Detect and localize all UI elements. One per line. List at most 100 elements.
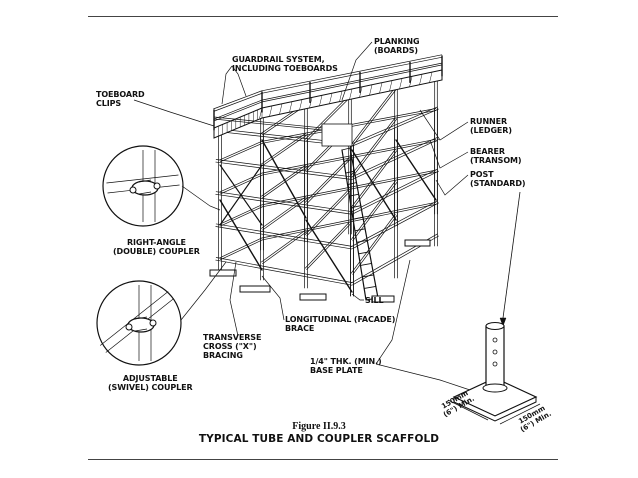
plank-line [429, 72, 433, 83]
runner [261, 201, 437, 239]
ladder-rung [350, 205, 362, 209]
sill [239, 285, 271, 293]
leader-line [419, 109, 469, 141]
plank-line [359, 86, 363, 98]
sill [404, 239, 431, 247]
midrail [213, 99, 263, 120]
ladder-rung [347, 182, 357, 186]
label-guardrail-system: GUARDRAIL SYSTEM,INCLUDING TOEBOARDS [232, 55, 338, 73]
plank-line [379, 82, 383, 94]
plank-line [399, 78, 403, 89]
runner [261, 169, 437, 206]
sill [299, 293, 327, 301]
bearer [262, 134, 307, 166]
facade-brace [261, 139, 307, 219]
runner [351, 200, 438, 247]
pin-hole [492, 337, 498, 343]
runner [215, 159, 353, 178]
bearer [219, 172, 262, 193]
leader-line [181, 185, 221, 211]
leader-line [502, 191, 521, 319]
ladder-rail [341, 149, 367, 301]
sill [371, 295, 395, 303]
coupler-bolt [129, 186, 137, 194]
label-sill: SILL [365, 296, 384, 305]
plank-line [349, 88, 353, 100]
bearer [262, 198, 307, 231]
bearer [304, 221, 350, 269]
leader-line [180, 261, 227, 321]
bearer [220, 239, 263, 261]
coupler-details [96, 145, 184, 366]
label-bearer: BEARER(TRANSOM) [470, 147, 522, 165]
runner [352, 170, 439, 215]
coupler-edge [134, 328, 148, 332]
leader-line [261, 275, 285, 321]
plank-line [279, 103, 283, 115]
bearer [261, 133, 306, 165]
ladder-rail [349, 147, 379, 299]
bearer [350, 117, 396, 176]
bearer [304, 94, 350, 140]
figure-title: TYPICAL TUBE AND COUPLER SCAFFOLD [198, 433, 440, 445]
leader-lines [133, 41, 521, 391]
facade-brace [219, 199, 263, 271]
bottom-rule [88, 459, 558, 460]
midrail [261, 62, 443, 101]
ladder-landing [321, 123, 353, 147]
bearer [306, 223, 352, 270]
bearer [261, 196, 306, 229]
facade-brace [305, 219, 353, 293]
coupler-bolt [149, 319, 157, 327]
leader-line [341, 41, 373, 101]
ladder-rung [341, 147, 351, 151]
bearer [304, 188, 350, 235]
plank-line [339, 90, 343, 102]
plank-line [419, 74, 423, 85]
ladder-rung [343, 159, 353, 162]
figure-number: Figure II.9.3 [292, 421, 346, 432]
plank-line [289, 101, 293, 112]
leader-line [351, 293, 364, 301]
label-planking: PLANKING(BOARDS) [374, 37, 420, 55]
facade-brace [351, 149, 397, 221]
bearer [219, 237, 262, 259]
bearer [306, 158, 352, 205]
facade-brace [395, 139, 437, 201]
pin-hole [492, 361, 498, 367]
leader-arrowhead [499, 317, 507, 327]
coupler-bolt [125, 323, 133, 331]
label-longitudinal-brace: LONGITUDINAL (FACADE)BRACE [285, 315, 396, 333]
plank-line [309, 97, 313, 108]
leader-line [435, 174, 469, 196]
post-tube [485, 325, 505, 389]
guardrail [214, 92, 263, 112]
base-plate-detail [447, 322, 541, 425]
bearer [350, 214, 396, 274]
transverse-brace [219, 164, 263, 226]
leader-line [429, 139, 469, 169]
pin-hole [492, 349, 498, 355]
label-adjustable-coupler: ADJUSTABLE(SWIVEL) COUPLER [108, 374, 193, 392]
coupler-edge [138, 191, 152, 195]
leader-line [375, 363, 471, 391]
runner [215, 259, 353, 286]
leader-line [221, 65, 233, 105]
bearer [219, 141, 262, 161]
leader-line [229, 261, 239, 337]
ladder-rung [356, 239, 368, 243]
scaffold-frame [209, 54, 443, 303]
ladder-rung [360, 262, 372, 266]
dimension-line [447, 399, 489, 421]
label-right-angle-coupler: RIGHT-ANGLE(DOUBLE) COUPLER [113, 238, 200, 256]
guardrail [261, 56, 443, 94]
bearer [352, 150, 398, 209]
runner [215, 191, 353, 213]
ladder-rung [361, 274, 375, 278]
bearer [262, 166, 307, 199]
ladder-rung [354, 228, 366, 232]
ladder-rung [352, 216, 364, 220]
coupler-edge [134, 316, 148, 320]
bearer [306, 190, 352, 237]
